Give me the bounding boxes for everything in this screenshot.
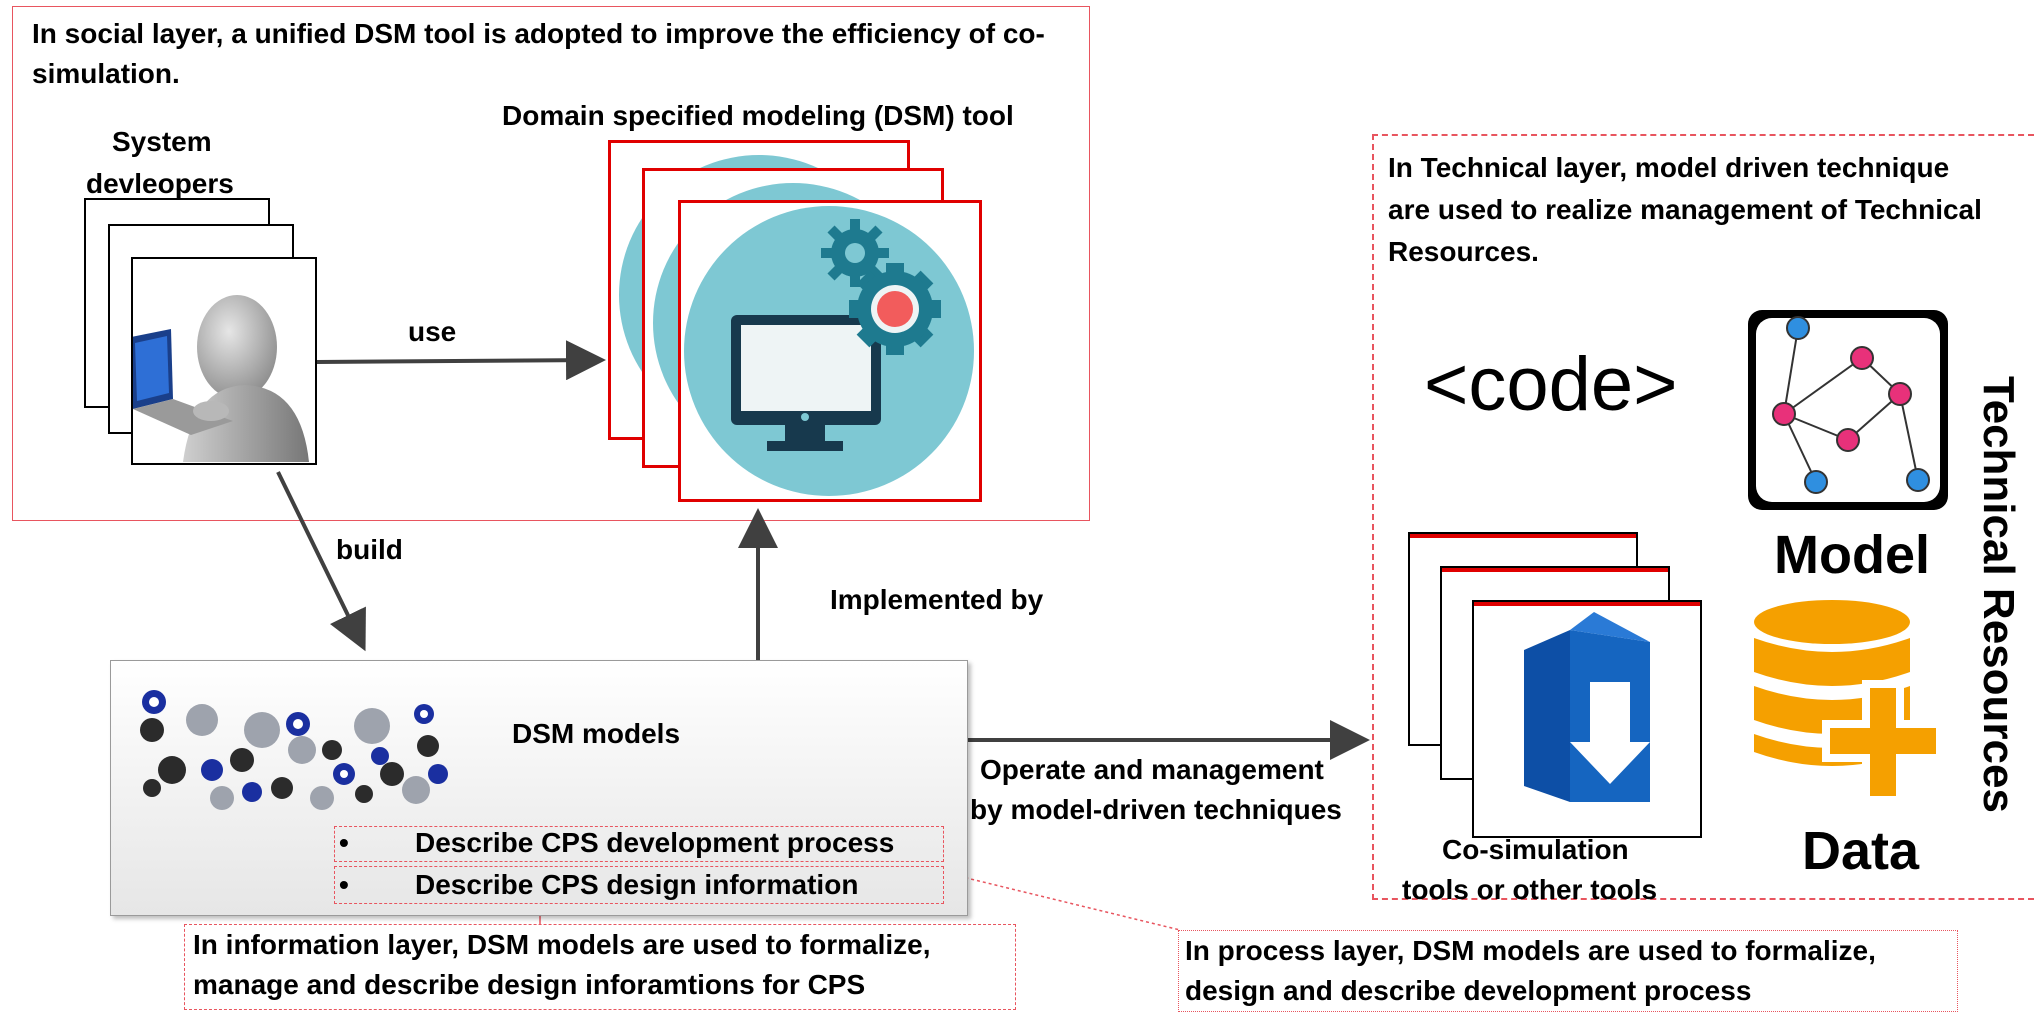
bullet-design-box: • Describe CPS design information bbox=[334, 866, 944, 904]
operate-label-line1: Operate and management bbox=[980, 754, 1324, 785]
technical-layer-frame bbox=[1372, 134, 2034, 900]
bullet-point: • bbox=[339, 869, 349, 900]
developer-card-front bbox=[131, 257, 317, 465]
technical-description-line2: are used to realize management of Techni… bbox=[1388, 194, 1982, 225]
use-label: use bbox=[408, 316, 457, 347]
graph-model-icon bbox=[1748, 310, 1948, 510]
code-label: <code> bbox=[1424, 342, 1678, 427]
cosim-label-line2: tools or other tools bbox=[1402, 874, 1658, 905]
social-layer-frame bbox=[12, 6, 1090, 521]
technical-description-line3: Resources. bbox=[1388, 236, 1539, 267]
database-plus-icon bbox=[1752, 600, 1952, 805]
bullet-point: • bbox=[339, 827, 349, 858]
bullet-process-box: • Describe CPS development process bbox=[334, 826, 944, 862]
build-label: build bbox=[336, 534, 403, 565]
use-arrow bbox=[316, 340, 606, 381]
process-layer-line1: In process layer, DSM models are used to… bbox=[1185, 935, 1876, 966]
info-layer-line1: In information layer, DSM models are use… bbox=[193, 929, 931, 960]
process-layer-box: In process layer, DSM models are used to… bbox=[1178, 930, 1958, 1012]
download-box-icon bbox=[1524, 612, 1650, 802]
information-layer-box: In information layer, DSM models are use… bbox=[184, 924, 1016, 1010]
cosim-label-line1: Co-simulation bbox=[1442, 834, 1629, 865]
bullet-process-text: Describe CPS development process bbox=[415, 827, 895, 858]
person-laptop-icon bbox=[131, 295, 309, 462]
technical-resources-side-title: Technical Resources bbox=[1974, 376, 2023, 813]
bullet-design-text: Describe CPS design information bbox=[415, 869, 859, 900]
model-label: Model bbox=[1774, 525, 1930, 585]
technical-description-line1: In Technical layer, model driven techniq… bbox=[1388, 152, 1950, 183]
dsm-tool-label: Domain specified modeling (DSM) tool bbox=[502, 100, 1014, 131]
implemented-by-label: Implemented by bbox=[830, 584, 1044, 615]
social-layer-description: In social layer, a unified DSM tool is a… bbox=[32, 18, 1045, 89]
process-layer-line2: design and describe development process bbox=[1185, 975, 1752, 1006]
process-leader-line bbox=[941, 871, 1181, 931]
system-developers-label-line2: devleopers bbox=[86, 168, 234, 199]
dsm-tool-card-front bbox=[678, 200, 982, 502]
gears-cluster-icon bbox=[132, 690, 448, 819]
gear-monitor-icon bbox=[684, 206, 974, 496]
dsm-models-title: DSM models bbox=[512, 718, 681, 749]
operate-label-line2: by model-driven techniques bbox=[970, 794, 1342, 825]
build-arrow bbox=[276, 471, 366, 652]
cosim-card-front bbox=[1472, 600, 1702, 838]
info-layer-line2: manage and describe design inforamtions … bbox=[193, 969, 866, 1000]
data-label: Data bbox=[1802, 821, 1920, 881]
system-developers-label-line1: System bbox=[112, 126, 212, 157]
